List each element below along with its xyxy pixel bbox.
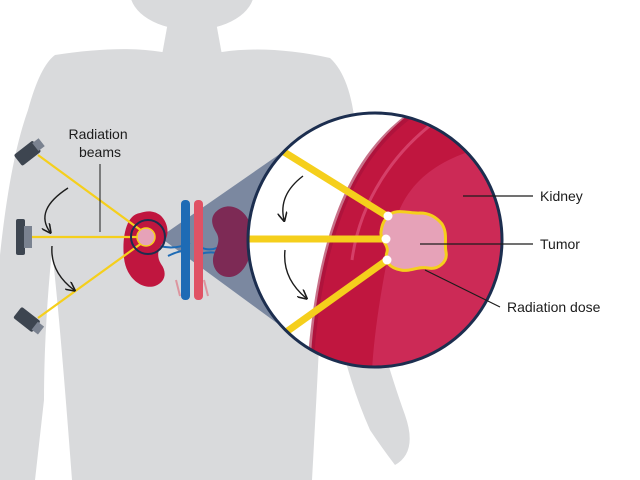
small-tumor	[136, 227, 156, 247]
radiation-beams-label: Radiation beams	[68, 126, 131, 160]
radiation-device-icon	[14, 138, 45, 166]
beam-focus-point	[382, 255, 392, 265]
radiation-device-icon	[13, 307, 45, 335]
magnified-view	[246, 111, 504, 369]
radiation-beams-small	[32, 154, 147, 319]
blood-vessels	[159, 200, 227, 300]
rotation-arrow-icon	[45, 187, 69, 232]
radiation-dose-label: Radiation dose	[507, 299, 601, 315]
magnifier-border	[246, 111, 504, 369]
radiation-device-icon	[16, 219, 32, 255]
right-kidney	[212, 206, 253, 278]
beam-focus-point	[383, 211, 393, 221]
small-magnifier-ring	[130, 219, 166, 255]
kidney-label: Kidney	[540, 188, 583, 204]
radiation-beams-large	[248, 139, 390, 343]
artery	[194, 200, 203, 300]
rotation-arrow-icon	[51, 245, 74, 290]
rotation-arrow-icon	[283, 249, 306, 298]
left-kidney	[123, 211, 168, 287]
tumor-label: Tumor	[540, 236, 580, 252]
rotation-arrow-icon	[283, 175, 304, 220]
beam-focus-point	[381, 234, 391, 244]
radiation-dose-leader	[424, 269, 501, 308]
vein	[181, 200, 190, 300]
